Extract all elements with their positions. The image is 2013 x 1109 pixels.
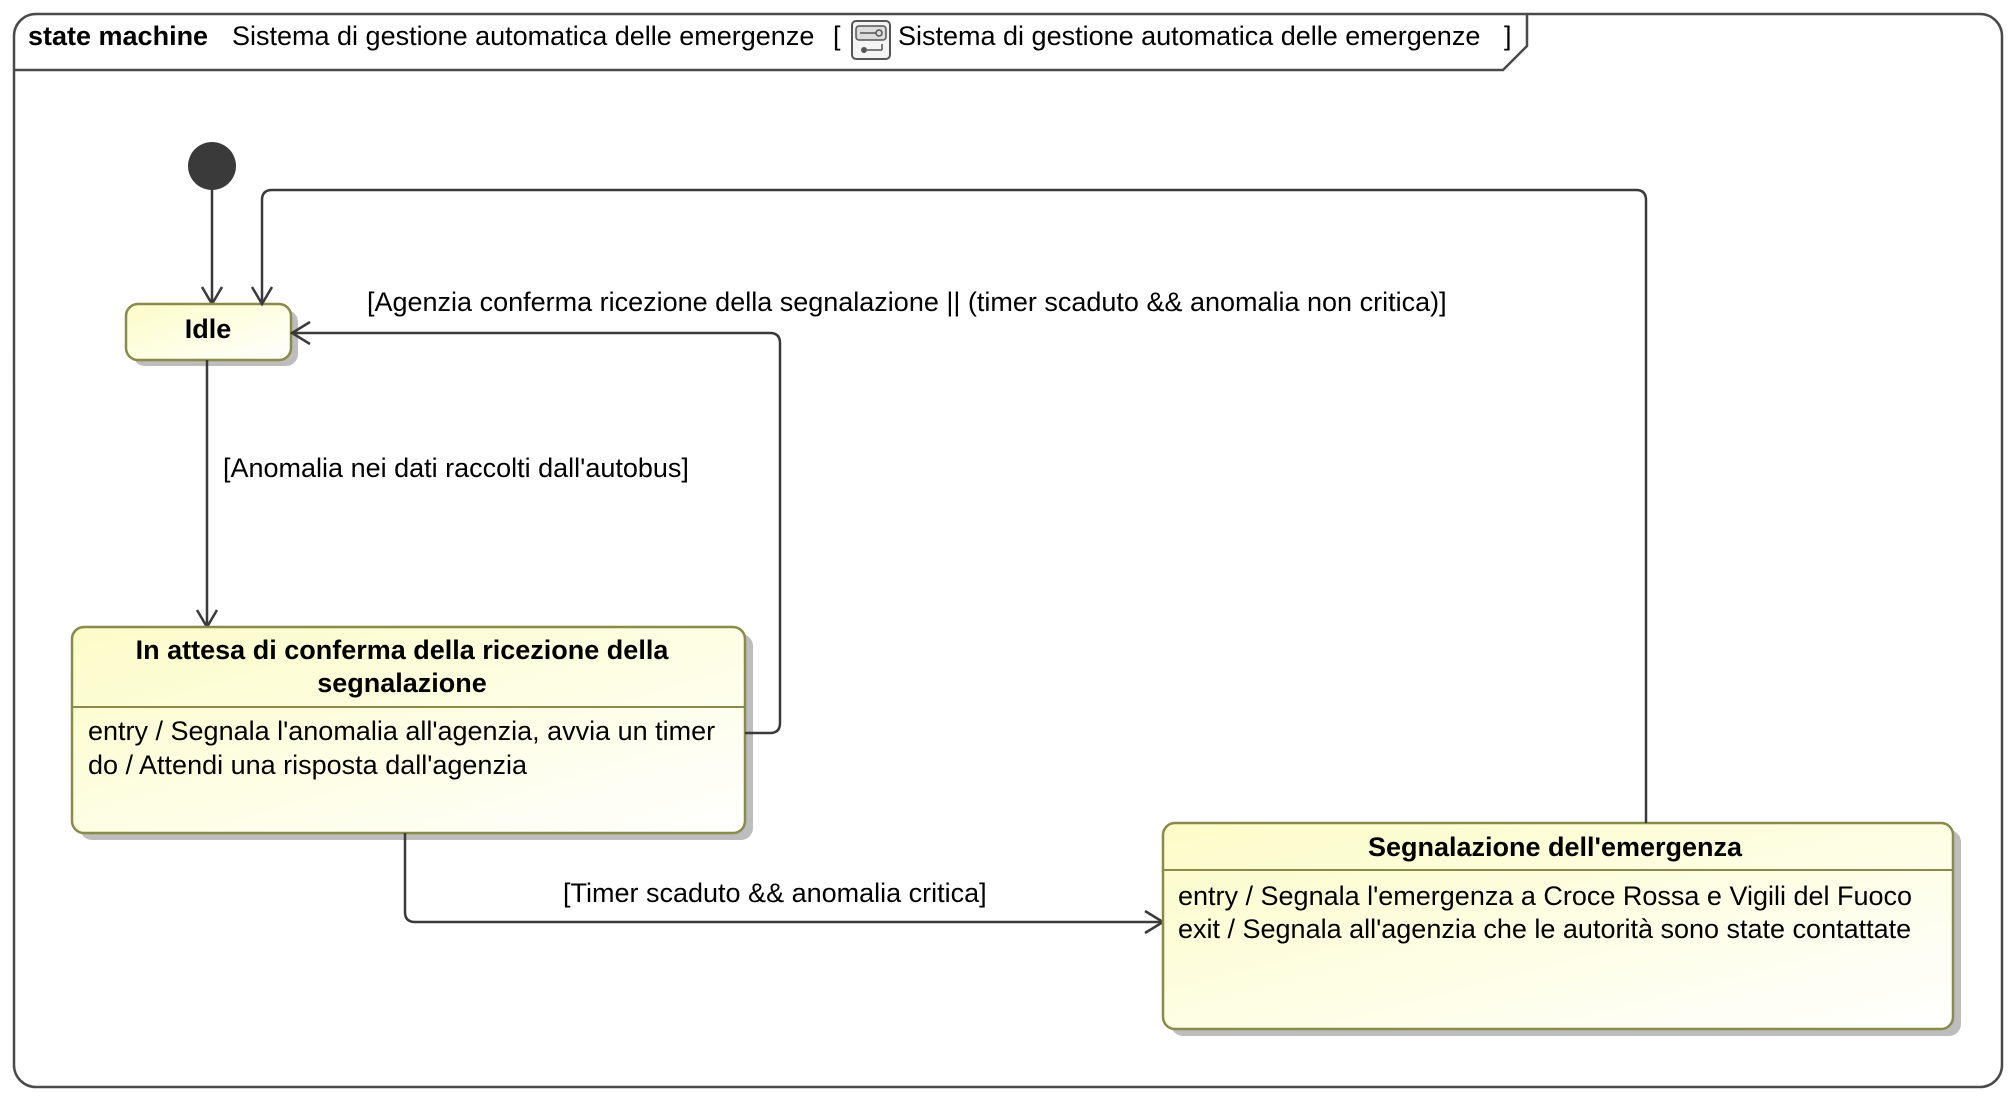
state-waiting-name-line1: In attesa di conferma della ricezione de… [136,635,670,665]
frame-border [12,12,2004,1089]
edge-waiting-to-emergency [403,833,1162,924]
transition-waiting-to-emergency-label: [Timer scaduto && anomalia critica] [563,878,987,908]
state-waiting-do: do / Attendi una risposta dall'agenzia [88,750,528,780]
frame-close-bracket: ] [1504,21,1512,51]
transition-waiting-to-idle-label: [Agenzia conferma ricezione della segnal… [367,287,1447,317]
state-emergency-exit: exit / Segnala all'agenzia che le autori… [1178,914,1911,944]
state-waiting[interactable]: In attesa di conferma della ricezione de… [70,625,753,840]
state-emergency[interactable]: Segnalazione dell'emergenza entry / Segn… [1161,821,1961,1036]
arrowhead-emergency-to-idle [250,286,274,307]
frame-header-tab [14,14,1529,72]
edge-waiting-to-idle [292,331,782,735]
state-waiting-name-line2: segnalazione [317,668,487,698]
state-emergency-name: Segnalazione dell'emergenza [1368,832,1743,862]
frame-name: Sistema di gestione automatica delle eme… [232,21,814,51]
edge-emergency-to-idle [260,188,1648,823]
arrowhead-waiting-to-idle [289,320,311,346]
frame-open-bracket: [ [833,21,841,51]
initial-node [188,142,236,190]
frame-keyword: state machine [28,21,208,51]
state-waiting-entry: entry / Segnala l'anomalia all'agenzia, … [88,716,715,746]
state-idle[interactable]: Idle [124,302,298,366]
frame-context: Sistema di gestione automatica delle eme… [898,21,1480,51]
state-emergency-entry: entry / Segnala l'emergenza a Croce Ross… [1178,881,1912,911]
state-idle-name: Idle [185,314,232,344]
state-machine-icon [851,20,891,60]
transition-idle-to-waiting-label: [Anomalia nei dati raccolti dall'autobus… [223,453,689,483]
